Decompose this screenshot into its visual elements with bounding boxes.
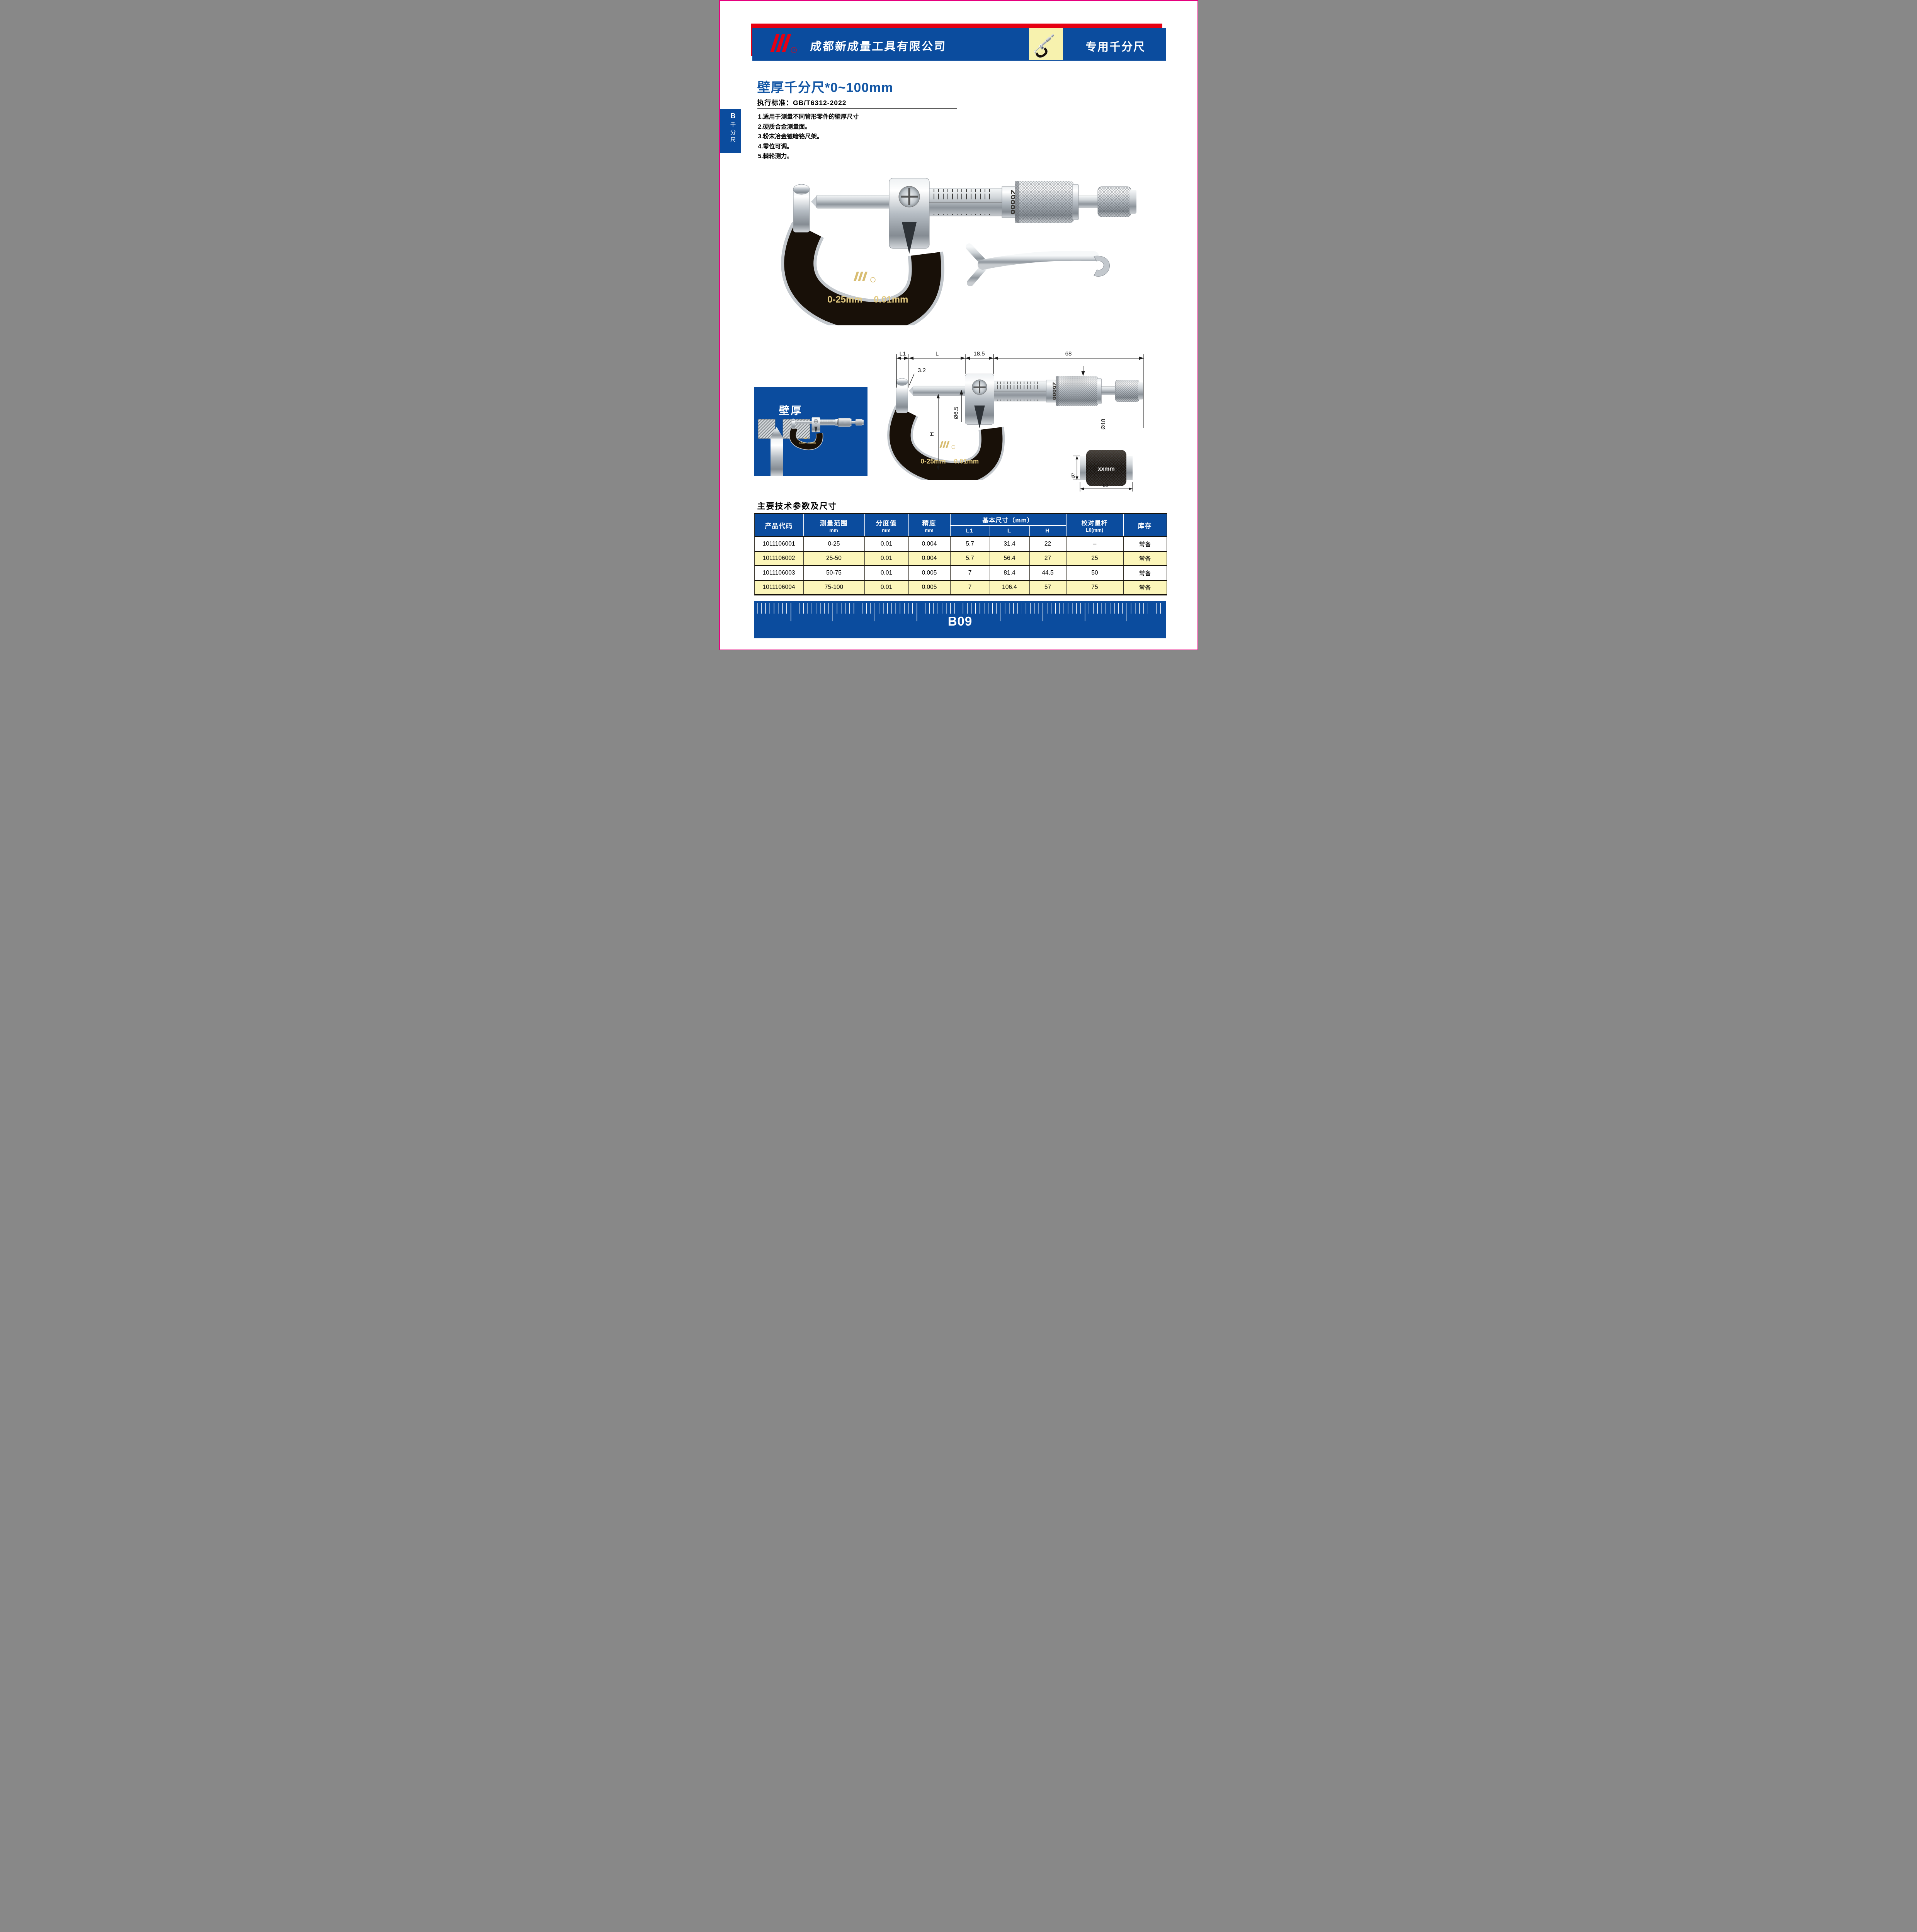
- dim-label-l: L: [935, 350, 938, 357]
- catalog-page: R 成都新成量工具有限公司 专用千分尺 B 千 分 尺 壁厚千分尺*0~100m…: [719, 0, 1198, 650]
- cell-range: 75-100: [803, 580, 864, 594]
- application-label: 壁厚: [779, 405, 803, 417]
- cell-code: 1011106004: [762, 584, 795, 591]
- feature-item: 5.棘轮测力。: [758, 153, 793, 160]
- cell-code: 1011106001: [762, 540, 795, 547]
- feature-item: 3.粉末冶金镀暗铬尺架。: [758, 133, 823, 140]
- footer-band: B09: [754, 601, 1166, 638]
- dim-label-l1: L1: [899, 350, 906, 357]
- gauge-d7-label: Ø7: [1072, 473, 1076, 478]
- cell-h: 22: [1029, 537, 1066, 551]
- col-stock: 库存: [1138, 522, 1152, 530]
- cell-rod: 50: [1066, 566, 1123, 580]
- table-row: 1011106001 0-25 0.01 0.004 5.7 31.4 22 –…: [754, 536, 1167, 551]
- gauge-l0-label: L0: [1103, 483, 1108, 488]
- cell-graduation: 0.01: [864, 537, 908, 551]
- dim-label-d18: Ø18: [1100, 419, 1107, 430]
- header-band: R 成都新成量工具有限公司 专用千分尺: [752, 28, 1166, 61]
- cell-accuracy: 0.004: [908, 551, 950, 565]
- cell-rod: 75: [1066, 580, 1123, 594]
- cell-range: 25-50: [803, 551, 864, 565]
- divider: [757, 108, 957, 109]
- application-photo: [758, 387, 867, 476]
- cell-accuracy: 0.004: [908, 537, 950, 551]
- spanner-wrench-image: [965, 243, 1110, 286]
- brand-logo-icon: R: [770, 34, 801, 54]
- dim-label-68: 68: [1065, 350, 1072, 357]
- section-letter: B: [730, 112, 736, 120]
- section-label-char: 尺: [730, 137, 736, 144]
- col-basic-dims: 基本尺寸（mm）: [982, 517, 1034, 524]
- col-l: L: [1007, 527, 1012, 534]
- col-h: H: [1045, 527, 1050, 534]
- cell-range: 50-75: [803, 566, 864, 580]
- dim-label-185: 18.5: [973, 350, 985, 357]
- cell-code: 1011106002: [762, 555, 795, 562]
- page-code: B09: [947, 614, 973, 628]
- feature-item: 1.适用于测量不同管形零件的壁厚尺寸: [758, 114, 859, 120]
- cell-graduation: 0.01: [864, 566, 908, 580]
- feature-list: 1.适用于测量不同管形零件的壁厚尺寸 2.硬质合金测量面。 3.粉末冶金镀暗铬尺…: [758, 112, 859, 162]
- sidebar-section-tab: B 千 分 尺: [720, 109, 741, 153]
- cell-l: 56.4: [989, 551, 1029, 565]
- cell-rod: –: [1066, 537, 1123, 551]
- cell-range: 0-25: [803, 537, 864, 551]
- gauge-marking: xxmm: [1098, 466, 1114, 472]
- cell-code: 1011106003: [762, 569, 795, 576]
- table-title: 主要技术参数及尺寸: [757, 502, 837, 511]
- cell-l1: 5.7: [950, 537, 990, 551]
- thumbnail-micrometer-icon: [1029, 28, 1063, 60]
- cell-l: 81.4: [989, 566, 1029, 580]
- col-l1: L1: [966, 527, 974, 534]
- company-name: 成都新成量工具有限公司: [810, 41, 947, 53]
- registered-mark-icon: R: [791, 47, 797, 53]
- table-row: 1011106003 50-75 0.01 0.005 7 81.4 44.5 …: [754, 565, 1167, 580]
- cell-stock: 常备: [1123, 551, 1167, 565]
- standard-line: 执行标准：GB/T6312-2022: [757, 99, 847, 107]
- cell-l1: 7: [950, 566, 990, 580]
- technical-drawing: L1 L 18.5 68 3.2 H Ø6.5 Ø18: [882, 350, 1164, 480]
- cell-stock: 常备: [1123, 566, 1167, 580]
- table-row: 1011106002 25-50 0.01 0.004 5.7 56.4 27 …: [754, 551, 1167, 565]
- feature-item: 4.零位可调。: [758, 143, 793, 150]
- cell-h: 57: [1029, 580, 1066, 594]
- dim-label-32: 3.2: [918, 367, 926, 374]
- col-code: 产品代码: [765, 522, 793, 530]
- dim-label-h: H: [929, 432, 935, 436]
- feature-item: 2.硬质合金测量面。: [758, 123, 811, 130]
- product-photo-micrometer: [774, 165, 1137, 325]
- cell-rod: 25: [1066, 551, 1123, 565]
- dim-label-d65: Ø6.5: [953, 406, 959, 419]
- product-thumbnail: [1029, 28, 1063, 60]
- section-label-char: 分: [730, 129, 736, 136]
- table-row: 1011106004 75-100 0.01 0.005 7 106.4 57 …: [754, 580, 1167, 594]
- setting-rod-drawing: xxmm Ø7 L0: [1072, 450, 1133, 492]
- cell-h: 44.5: [1029, 566, 1066, 580]
- category-title: 专用千分尺: [1085, 41, 1145, 53]
- application-panel: 壁厚: [754, 387, 867, 476]
- cell-accuracy: 0.005: [908, 566, 950, 580]
- cell-l1: 5.7: [950, 551, 990, 565]
- cell-graduation: 0.01: [864, 551, 908, 565]
- cell-h: 27: [1029, 551, 1066, 565]
- cell-l: 31.4: [989, 537, 1029, 551]
- ruler-major-ticks-icon: [757, 603, 1163, 621]
- cell-stock: 常备: [1123, 537, 1167, 551]
- page-title: 壁厚千分尺*0~100mm: [757, 80, 893, 95]
- cell-graduation: 0.01: [864, 580, 908, 594]
- cell-accuracy: 0.005: [908, 580, 950, 594]
- cell-stock: 常备: [1123, 580, 1167, 594]
- cell-l1: 7: [950, 580, 990, 594]
- section-label-char: 千: [730, 122, 736, 128]
- cell-l: 106.4: [989, 580, 1029, 594]
